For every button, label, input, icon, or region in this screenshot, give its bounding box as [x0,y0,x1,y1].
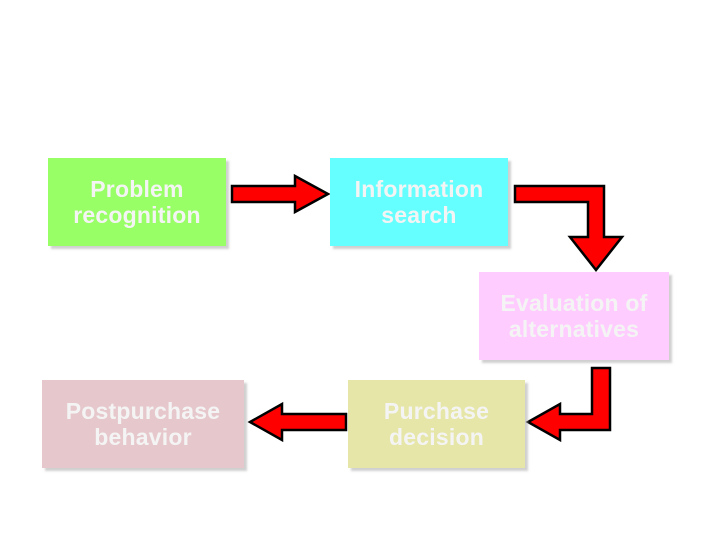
box-information-search: Information search [330,158,508,246]
box-label-line2: behavior [94,424,192,450]
box-label-line1: Postpurchase [65,398,221,424]
box-problem-recognition: Problem recognition [48,158,226,246]
box-postpurchase-behavior: Postpurchase behavior [42,380,244,468]
box-label-line2: alternatives [508,316,640,342]
box-evaluation-of-alternatives: Evaluation of alternatives [479,272,669,360]
box-purchase-decision: Purchase decision [348,380,525,468]
box-label-line1: Problem [90,176,184,202]
arrow-left [247,401,348,443]
box-label-line1: Evaluation of [500,290,648,316]
box-label-line2: search [381,202,457,228]
arrow-right-1 [230,173,331,215]
box-label-line2: decision [389,424,484,450]
box-label-line2: recognition [73,202,201,228]
box-label-line1: Information [354,176,484,202]
box-label-line1: Purchase [383,398,490,424]
arrow-elbow-down [513,184,625,273]
arrow-elbow-left [525,366,612,443]
